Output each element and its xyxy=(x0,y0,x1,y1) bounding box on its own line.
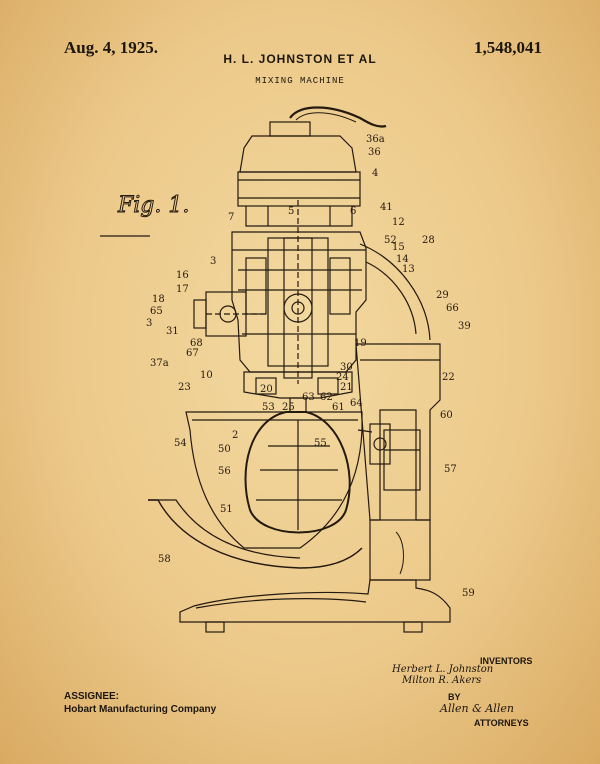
reference-numeral: 51 xyxy=(220,504,233,515)
reference-numeral: 60 xyxy=(440,410,453,421)
beater xyxy=(244,397,351,534)
reference-numeral: 24 xyxy=(336,372,349,383)
machine-column xyxy=(355,243,441,581)
reference-numeral: 53 xyxy=(262,402,275,413)
reference-numeral: 14 xyxy=(396,254,409,265)
reference-numeral: 16 xyxy=(176,270,189,281)
patent-title: MIXING MACHINE xyxy=(255,76,345,86)
reference-numeral: 52 xyxy=(384,235,397,246)
reference-numeral: 68 xyxy=(190,338,203,349)
motor-housing xyxy=(237,121,361,227)
inventor-signature-1: Herbert L. Johnston xyxy=(392,664,494,675)
figure-label: Fig. 1. xyxy=(117,193,189,218)
gear-casing xyxy=(231,200,367,384)
assignee-block: ASSIGNEE: Hobart Manufacturing Company xyxy=(64,690,216,716)
reference-numeral: 50 xyxy=(218,444,231,455)
inventor-heading: H. L. JOHNSTON ET AL xyxy=(223,52,377,66)
reference-numeral: 3 xyxy=(146,318,152,329)
reference-numeral: 10 xyxy=(200,370,213,381)
reference-numeral: 66 xyxy=(446,303,459,314)
patent-date: Aug. 4, 1925. xyxy=(64,38,158,57)
reference-numeral: 17 xyxy=(176,284,189,295)
reference-numeral: 23 xyxy=(178,382,191,393)
reference-numeral: 21 xyxy=(340,382,353,393)
reference-numeral: 67 xyxy=(186,348,199,359)
reference-numeral: 36a xyxy=(366,134,385,145)
reference-numeral: 29 xyxy=(436,290,449,301)
mixing-bowl xyxy=(148,411,373,569)
reference-numeral: 65 xyxy=(150,306,163,317)
machine-base xyxy=(179,579,451,633)
reference-numeral: 63 xyxy=(302,392,315,403)
reference-numeral: 31 xyxy=(166,326,179,337)
reference-numeral: 12 xyxy=(392,217,405,228)
reference-numeral: 61 xyxy=(332,402,345,413)
assignee-label: ASSIGNEE: xyxy=(64,691,120,702)
power-cord xyxy=(289,106,387,128)
reference-numeral: 30 xyxy=(340,362,353,373)
reference-numeral: 56 xyxy=(218,466,231,477)
reference-numeral: 22 xyxy=(442,372,455,383)
reference-numeral: 28 xyxy=(422,235,435,246)
reference-numeral: 18 xyxy=(152,294,165,305)
signature-block: INVENTORS Herbert L. Johnston Milton R. … xyxy=(380,656,550,728)
reference-numeral: 37a xyxy=(150,358,169,369)
reference-numeral: 41 xyxy=(380,202,393,213)
reference-numeral: 1 xyxy=(0,0,6,3)
attorneys-label: ATTORNEYS xyxy=(474,718,529,728)
reference-numeral: 55 xyxy=(314,438,327,449)
reference-numeral: 59 xyxy=(462,588,475,599)
reference-numeral: 36 xyxy=(368,147,381,158)
reference-numeral: 62 xyxy=(320,392,333,403)
reference-numeral: 54 xyxy=(174,438,187,449)
reference-numeral: 3 xyxy=(210,256,216,267)
by-label: BY xyxy=(448,692,461,702)
reference-numeral: 64 xyxy=(350,398,363,409)
side-shaft-housing xyxy=(193,291,268,337)
reference-numeral: 19 xyxy=(354,338,367,349)
reference-numeral: 5 xyxy=(288,206,294,217)
power-cord-inner xyxy=(295,112,357,123)
inventors-label: INVENTORS xyxy=(480,656,533,666)
inventor-signature-2: Milton R. Akers xyxy=(402,675,482,686)
spindle-housing xyxy=(243,371,353,399)
reference-numeral: 2 xyxy=(232,430,238,441)
reference-numeral: 13 xyxy=(402,264,415,275)
assignee-name: Hobart Manufacturing Company xyxy=(64,704,217,715)
reference-numeral: 6 xyxy=(350,206,356,217)
reference-numeral: 58 xyxy=(158,554,171,565)
reference-numeral: 15 xyxy=(392,242,405,253)
reference-numeral: 4 xyxy=(372,168,378,179)
reference-numeral: 57 xyxy=(444,464,457,475)
patent-number: 1,548,041 xyxy=(474,38,542,57)
reference-numeral: 20 xyxy=(260,384,273,395)
reference-numeral: 39 xyxy=(458,321,471,332)
attorney-signature: Allen & Allen xyxy=(440,702,514,715)
reference-numeral: 7 xyxy=(228,212,234,223)
reference-numeral: 25 xyxy=(282,402,295,413)
